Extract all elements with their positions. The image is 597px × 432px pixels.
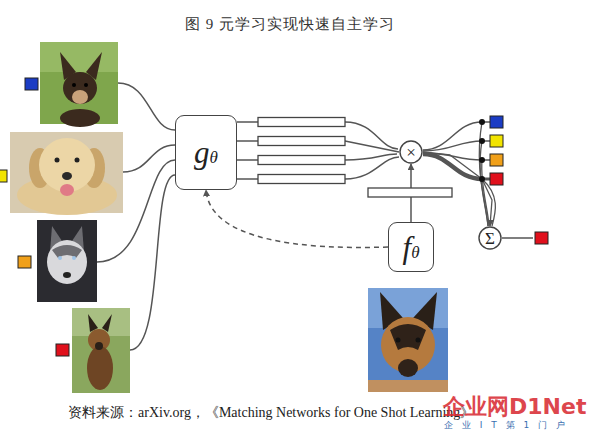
class-swatch [490, 116, 503, 128]
class-swatch [0, 170, 7, 182]
dog-body [87, 346, 113, 390]
wire [97, 160, 175, 262]
embedding-bar [258, 175, 345, 184]
dog-eye [75, 158, 80, 163]
operator-circle: × [399, 140, 423, 164]
dog-head [39, 138, 95, 192]
embedding-bar [258, 137, 345, 146]
dog-mask [390, 324, 426, 350]
wire [502, 237, 533, 239]
dog-photo [10, 132, 123, 215]
dog-photo [40, 42, 118, 127]
output-wires [423, 122, 533, 238]
dog-photo [368, 288, 448, 392]
wire [423, 122, 482, 150]
dog-eye [58, 256, 62, 260]
dog-nose [62, 172, 72, 180]
wire [345, 122, 398, 149]
photo-background [72, 308, 130, 393]
watermark: 企业网D1Net [443, 392, 586, 422]
class-swatch [25, 78, 38, 90]
wire [130, 175, 175, 350]
class-swatch [18, 256, 31, 268]
class-swatch [490, 135, 503, 147]
class-swatch [56, 344, 69, 356]
network-box: fθ [388, 222, 434, 272]
operator-circle: Σ [478, 226, 502, 250]
embedding-bars [258, 118, 452, 198]
dog-head [63, 72, 97, 104]
dog-eye [84, 83, 88, 87]
wire [123, 145, 175, 172]
wire [482, 160, 489, 226]
dog-head [88, 329, 110, 351]
circle-shape [400, 141, 422, 163]
wire [237, 178, 258, 180]
dog-tongue [60, 184, 74, 196]
output-swatches [490, 116, 548, 244]
junction-dot [479, 157, 485, 163]
network-label: gθ [194, 137, 218, 168]
photo-background [368, 288, 448, 392]
embedding-wires [237, 122, 399, 179]
photo-background [40, 42, 118, 72]
dog-mask [52, 245, 82, 258]
dog-eye [72, 256, 76, 260]
wire [482, 179, 495, 226]
wire [423, 154, 482, 179]
dog-ear [102, 314, 112, 332]
dog-nose [63, 272, 71, 278]
dog-muzzle [398, 359, 418, 377]
wire [423, 141, 482, 151]
dog-eye [72, 83, 76, 87]
wire [345, 157, 399, 179]
junction-dot [479, 138, 485, 144]
network-box: gθ [175, 115, 237, 190]
class-swatch [535, 232, 548, 244]
class-swatch [490, 154, 503, 166]
network-label: fθ [403, 232, 420, 263]
operator-symbol: Σ [485, 230, 495, 247]
output-dots [479, 119, 485, 182]
dog-eye [55, 158, 60, 163]
operator-symbol: × [406, 144, 416, 161]
dog-photo [37, 220, 97, 302]
wire [237, 159, 258, 161]
input-wires [97, 83, 175, 350]
wire [237, 121, 258, 123]
circle-shape [479, 227, 501, 249]
junction-dot [479, 119, 485, 125]
dog-body [368, 380, 448, 392]
embedding-bar [368, 188, 452, 197]
dashed-connector [206, 190, 388, 247]
wire [479, 122, 488, 226]
embedding-bar [258, 118, 345, 127]
watermark: 企 业 I T 第 1 门 户 [444, 419, 568, 432]
dog-eye [396, 338, 401, 343]
dog-eye [416, 338, 421, 343]
class-swatch [490, 173, 503, 185]
dog-muzzle [95, 342, 103, 350]
source-caption: 资料来源：arXiv.org，《Matching Networks for On… [68, 404, 474, 422]
embedding-bar [258, 156, 345, 165]
photo-background [37, 220, 97, 302]
junction-dot [479, 176, 485, 182]
dog-head [47, 240, 87, 284]
dog-body [60, 109, 100, 127]
wire [118, 83, 175, 130]
figure-title: 图 9 元学习实现快速自主学习 [0, 15, 580, 34]
dog-photo [72, 308, 130, 393]
dog-muzzle [72, 90, 88, 104]
